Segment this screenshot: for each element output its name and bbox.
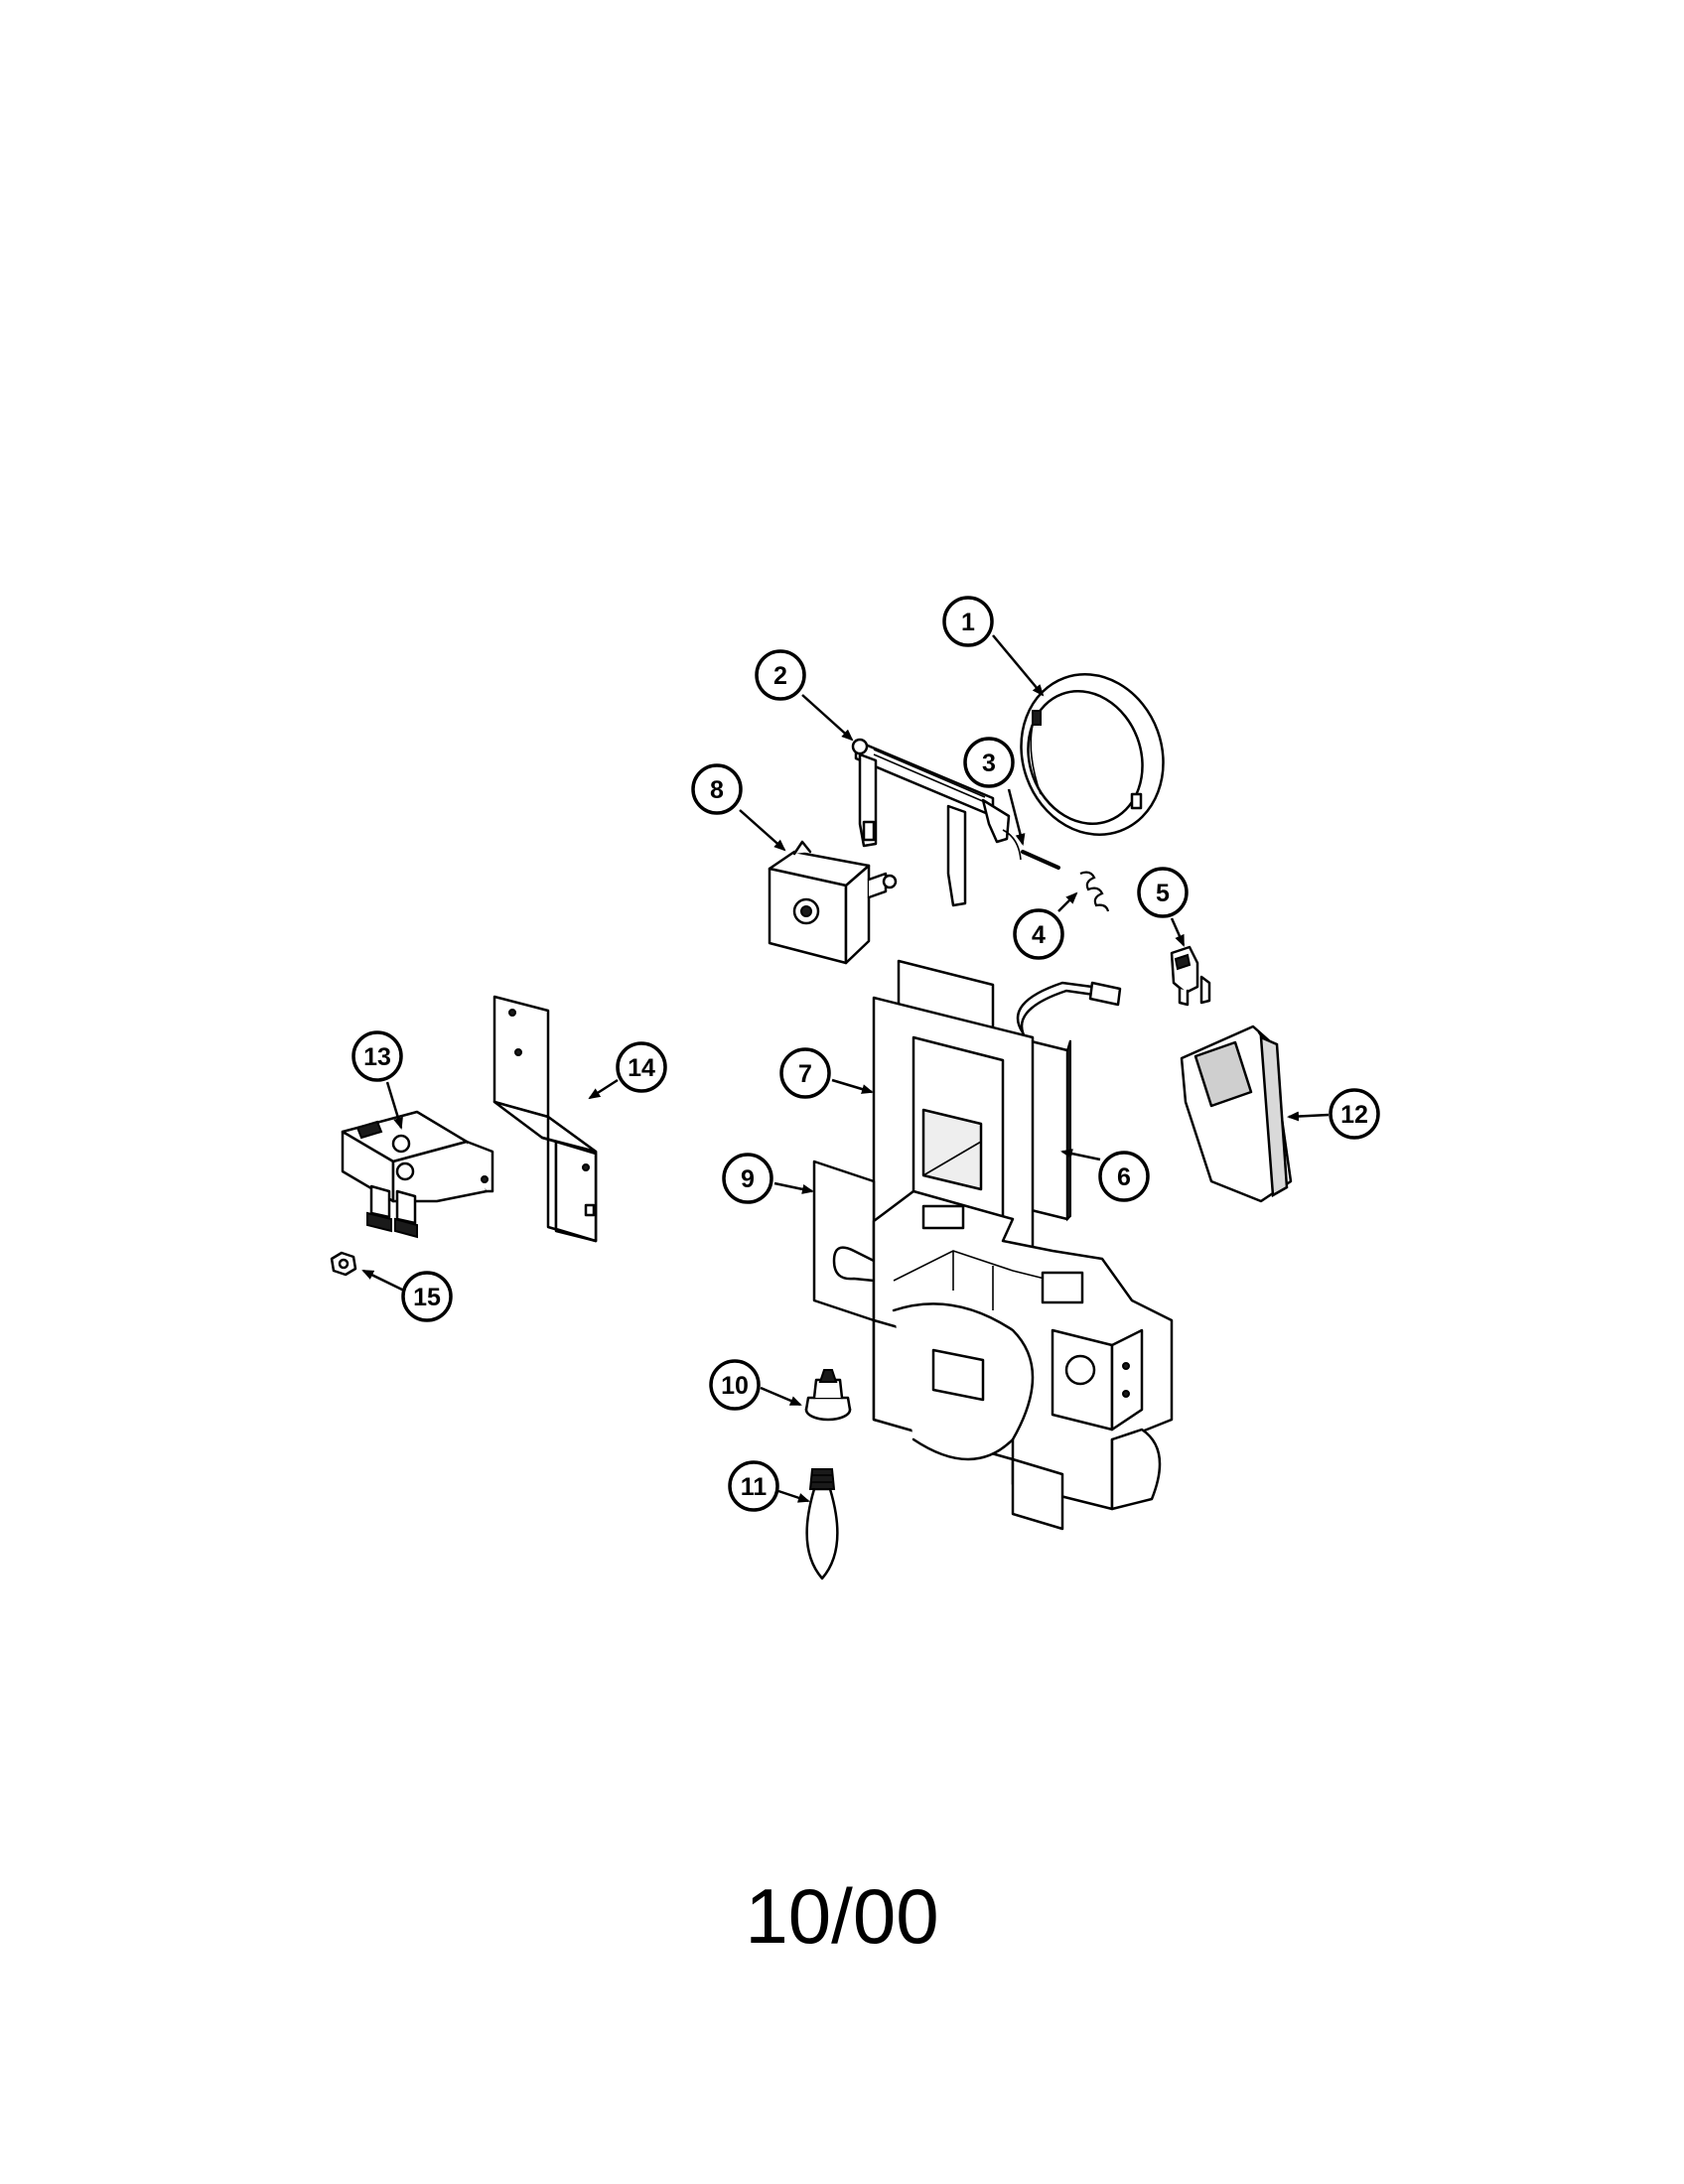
callout-label: 8 bbox=[710, 776, 724, 804]
callout-label: 1 bbox=[961, 609, 975, 636]
callout-4: 4 bbox=[1013, 908, 1064, 960]
part-14-bracket bbox=[492, 995, 598, 1243]
callout-label: 9 bbox=[741, 1165, 755, 1193]
part-2-actuator-bar bbox=[851, 738, 1022, 907]
part-4-spring bbox=[1079, 871, 1110, 912]
callout-label: 10 bbox=[721, 1372, 749, 1400]
part-5-clip bbox=[1170, 945, 1211, 1007]
callout-label: 6 bbox=[1117, 1163, 1131, 1191]
callout-label: 15 bbox=[413, 1284, 441, 1311]
part-13-water-valve bbox=[341, 1110, 494, 1239]
callout-15: 15 bbox=[401, 1271, 453, 1322]
callout-5: 5 bbox=[1137, 867, 1189, 918]
callout-7: 7 bbox=[779, 1047, 831, 1099]
part-1-round-cover bbox=[1020, 673, 1165, 836]
callout-1: 1 bbox=[942, 596, 994, 647]
callout-8: 8 bbox=[691, 763, 743, 815]
callout-3: 3 bbox=[963, 737, 1015, 788]
callout-label: 13 bbox=[363, 1043, 391, 1071]
part-12-paddle bbox=[1180, 1024, 1293, 1203]
callout-label: 2 bbox=[773, 662, 787, 690]
part-10-socket bbox=[804, 1369, 852, 1422]
callout-9: 9 bbox=[722, 1153, 773, 1204]
callout-11: 11 bbox=[728, 1460, 779, 1512]
callout-label: 11 bbox=[741, 1473, 768, 1501]
callout-2: 2 bbox=[755, 649, 806, 701]
part-3-pin bbox=[1021, 850, 1060, 870]
callout-label: 5 bbox=[1156, 880, 1170, 907]
callout-14: 14 bbox=[616, 1041, 667, 1093]
callout-12: 12 bbox=[1329, 1088, 1380, 1140]
callout-label: 7 bbox=[798, 1060, 812, 1088]
callout-leaders bbox=[361, 634, 1330, 1503]
part-15-nut bbox=[330, 1251, 357, 1277]
callout-label: 4 bbox=[1032, 921, 1046, 949]
callout-10: 10 bbox=[709, 1359, 761, 1411]
part-9-housing bbox=[812, 1160, 1174, 1531]
callout-6: 6 bbox=[1098, 1151, 1150, 1202]
part-8-solenoid bbox=[768, 840, 898, 965]
callout-label: 14 bbox=[628, 1054, 655, 1082]
date-code: 10/00 bbox=[745, 1872, 939, 1960]
callout-label: 12 bbox=[1340, 1101, 1368, 1129]
callout-label: 3 bbox=[982, 750, 996, 777]
callout-13: 13 bbox=[351, 1030, 403, 1082]
part-11-bulb bbox=[805, 1468, 839, 1580]
